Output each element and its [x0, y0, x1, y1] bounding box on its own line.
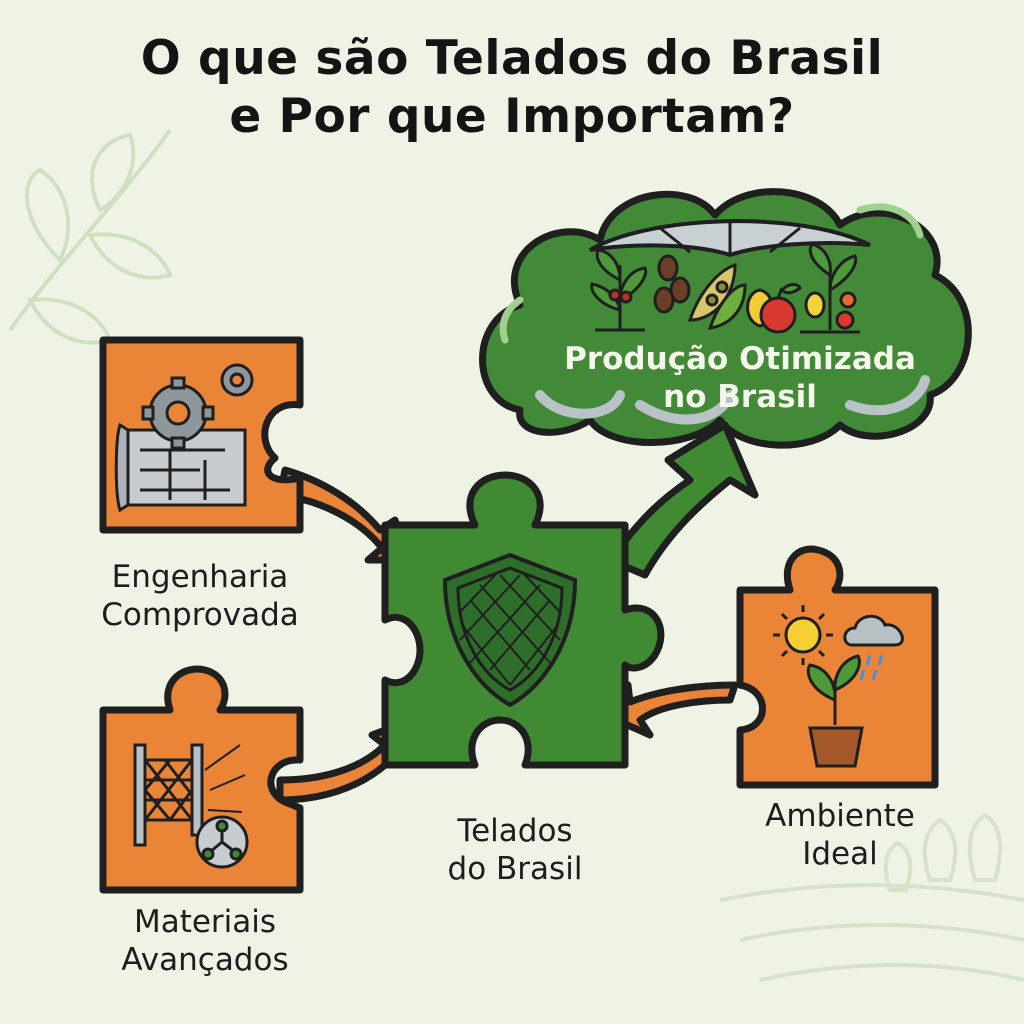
label-engenharia-line-1: Engenharia [111, 559, 289, 595]
label-producao-line-2: no Brasil [663, 379, 817, 415]
shield-net-icon [442, 552, 578, 708]
sun-icon [773, 605, 833, 665]
molecule-icon [195, 815, 249, 869]
label-center: Telados do Brasil [415, 812, 615, 888]
arrow-center-to-cloud [606, 421, 759, 579]
puzzle-piece-engenharia [99, 336, 304, 534]
label-materiais-line-2: Avançados [121, 942, 289, 978]
label-producao-line-1: Produção Otimizada [564, 341, 916, 377]
label-ambiente-line-2: Ideal [802, 836, 878, 872]
greenhouse-roof-icon [588, 219, 871, 258]
label-producao: Produção Otimizada no Brasil [540, 340, 940, 416]
blueprint-icon [114, 422, 247, 513]
title-line-1: O que são Telados do Brasil [140, 31, 884, 86]
label-center-line-1: Telados [457, 813, 573, 849]
label-materiais: Materiais Avançados [95, 903, 315, 979]
label-ambiente: Ambiente Ideal [740, 797, 940, 873]
background-field-decoration [719, 812, 1024, 982]
crops-icon [590, 242, 860, 334]
potted-plant-icon [806, 654, 864, 768]
label-materiais-line-1: Materiais [133, 904, 277, 940]
puzzle-piece-materiais [99, 665, 304, 894]
label-ambiente-line-1: Ambiente [765, 798, 915, 834]
page-title: O que são Telados do Brasil e Por que Im… [0, 30, 1024, 146]
puzzle-piece-ambiente [736, 545, 939, 789]
puzzle-piece-center [381, 471, 665, 769]
gear-icon [141, 363, 254, 450]
background-leaves-decoration [8, 128, 173, 345]
title-line-2: e Por que Importam? [229, 89, 795, 144]
rain-cloud-icon [843, 614, 904, 681]
label-engenharia: Engenharia Comprovada [80, 558, 320, 634]
label-engenharia-line-2: Comprovada [101, 597, 299, 633]
label-center-line-2: do Brasil [447, 851, 583, 887]
